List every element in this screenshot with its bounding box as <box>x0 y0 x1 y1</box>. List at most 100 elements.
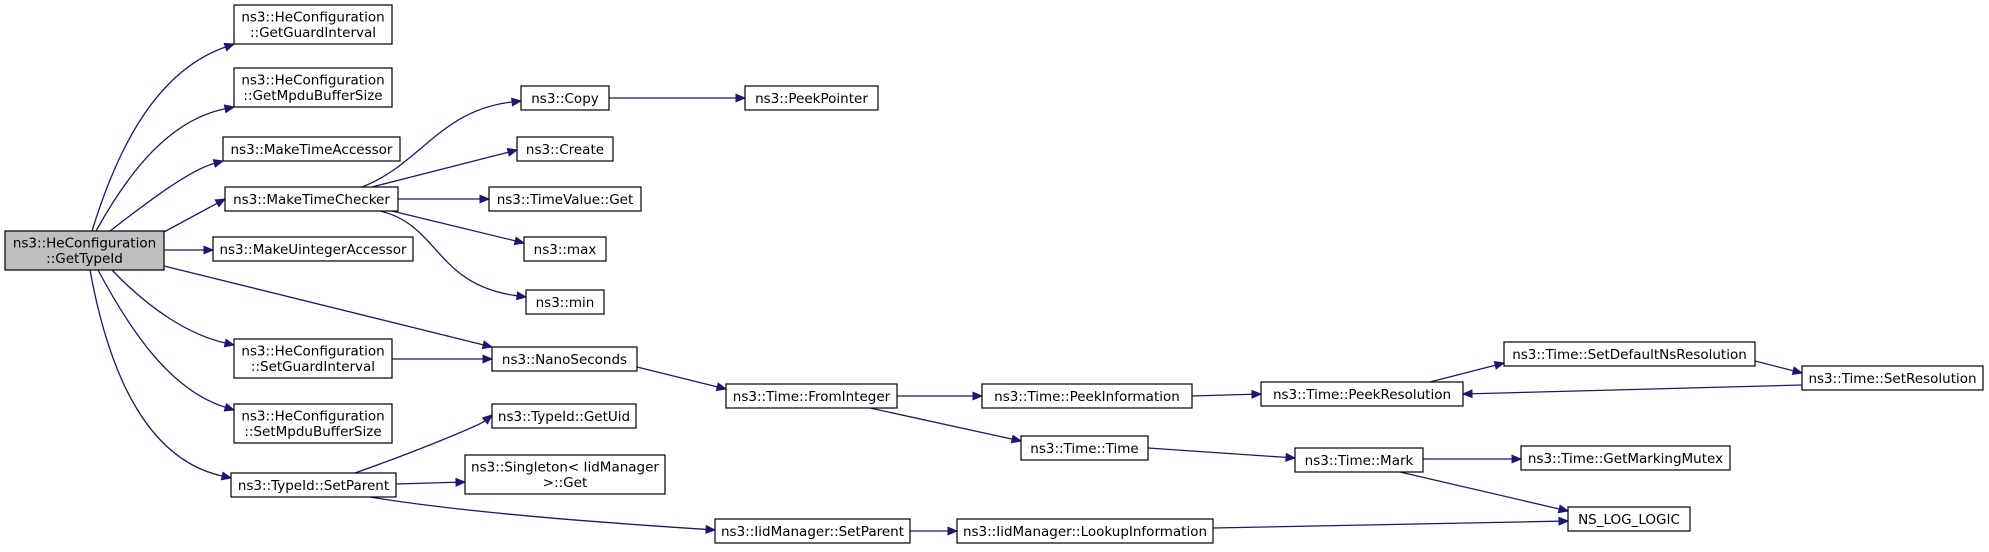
node-singleton-get[interactable]: ns3::Singleton< IidManager>::Get <box>464 454 666 495</box>
arrowhead <box>482 354 494 364</box>
edge-line <box>1754 360 1794 372</box>
node-box <box>981 383 1193 409</box>
node-make-time-accessor[interactable]: ns3::MakeTimeAccessor <box>222 136 401 162</box>
arrowhead <box>705 524 717 534</box>
node-min[interactable]: ns3::min <box>525 289 605 315</box>
edge-make_time_checker-to-create <box>371 147 519 188</box>
node-ns-log-logic[interactable]: NS_LOG_LOGIC <box>1567 506 1691 532</box>
node-box <box>222 136 401 162</box>
edge-line <box>89 269 223 477</box>
node-lookup-info[interactable]: ns3::IidManager::LookupInformation <box>956 518 1214 544</box>
edge-root-to-make_time_checker <box>163 198 227 233</box>
node-set-mpdu[interactable]: ns3::HeConfiguration::SetMpduBufferSize <box>233 403 393 444</box>
node-set-resolution[interactable]: ns3::Time::SetResolution <box>1801 365 1984 391</box>
node-box <box>230 472 397 498</box>
node-time-time[interactable]: ns3::Time::Time <box>1020 435 1149 461</box>
node-box <box>233 338 393 379</box>
node-label: ns3::min <box>536 295 595 311</box>
arrowhead <box>223 104 236 114</box>
node-get-mpdu[interactable]: ns3::HeConfiguration::GetMpduBufferSize <box>233 67 393 108</box>
edge-line <box>111 269 226 344</box>
arrowhead <box>1010 434 1023 444</box>
edge-root-to-set_guard <box>111 269 236 348</box>
node-make-uint-accessor[interactable]: ns3::MakeUintegerAccessor <box>212 236 414 262</box>
node-typeid-setparent[interactable]: ns3::TypeId::SetParent <box>230 472 397 498</box>
edge-lookup_info-to-ns_log_logic <box>1212 516 1570 529</box>
arrowhead <box>1251 389 1263 399</box>
node-box <box>464 454 666 495</box>
node-label: ns3::Time::PeekResolution <box>1273 387 1451 403</box>
edge-set_default_ns-to-set_resolution <box>1754 360 1804 376</box>
edge-line <box>636 366 718 388</box>
node-set-default-ns[interactable]: ns3::Time::SetDefaultNsResolution <box>1503 341 1756 367</box>
node-peekpointer[interactable]: ns3::PeekPointer <box>744 85 879 111</box>
edge-line <box>1147 447 1287 459</box>
arrowhead <box>481 340 494 350</box>
node-label: ::GetTypeId <box>46 251 123 267</box>
arrowhead <box>715 382 728 392</box>
arrowhead <box>511 97 523 107</box>
node-label: ns3::Time::PeekInformation <box>994 389 1180 405</box>
edge-root-to-set_mpdu <box>97 269 236 412</box>
node-label: ns3::HeConfiguration <box>241 73 384 89</box>
node-box <box>233 67 393 108</box>
edge-make_time_checker-to-max <box>391 210 526 246</box>
node-label: ns3::HeConfiguration <box>241 10 384 26</box>
node-box <box>516 136 614 162</box>
node-label: ns3::HeConfiguration <box>13 236 156 252</box>
edge-typeid_setparent-to-typeid_getuid <box>354 414 493 474</box>
edge-peek_resolution-to-set_default_ns <box>1429 360 1506 383</box>
node-nanoseconds[interactable]: ns3::NanoSeconds <box>491 346 638 372</box>
edge-line <box>354 420 486 474</box>
node-label: ns3::max <box>534 242 597 258</box>
edge-peek_information-to-peek_resolution <box>1191 389 1263 399</box>
node-box <box>1294 447 1424 473</box>
node-create[interactable]: ns3::Create <box>516 136 614 162</box>
arrowhead <box>513 236 526 246</box>
edge-line <box>379 210 518 297</box>
node-box <box>725 383 898 409</box>
node-label: ns3::Copy <box>531 91 599 107</box>
node-get-guard[interactable]: ns3::HeConfiguration::GetGuardInterval <box>233 4 393 45</box>
node-make-time-checker[interactable]: ns3::MakeTimeChecker <box>224 186 399 212</box>
node-label: NS_LOG_LOGIC <box>1578 512 1680 528</box>
node-label: >::Get <box>543 475 587 491</box>
node-label: ns3::IidManager::LookupInformation <box>963 524 1207 540</box>
node-set-guard[interactable]: ns3::HeConfiguration::SetGuardInterval <box>233 338 393 379</box>
arrowhead <box>1461 389 1473 399</box>
node-time-mark[interactable]: ns3::Time::Mark <box>1294 447 1424 473</box>
node-label: ns3::NanoSeconds <box>502 352 627 368</box>
arrowhead <box>203 245 215 255</box>
node-get-marking-mutex[interactable]: ns3::Time::GetMarkingMutex <box>1520 445 1731 471</box>
edge-line <box>869 407 1013 440</box>
node-copy[interactable]: ns3::Copy <box>520 85 610 111</box>
edge-root-to-get_guard <box>91 42 236 232</box>
arrowhead <box>947 526 959 536</box>
node-box <box>1801 365 1984 391</box>
node-from-integer[interactable]: ns3::Time::FromInteger <box>725 383 898 409</box>
node-box <box>1260 381 1464 407</box>
edge-time_mark-to-ns_log_logic <box>1399 471 1570 514</box>
edges-layer <box>89 42 1804 536</box>
node-label: ns3::MakeUintegerAccessor <box>219 242 407 258</box>
node-peek-resolution[interactable]: ns3::Time::PeekResolution <box>1260 381 1464 407</box>
node-box <box>1520 445 1731 471</box>
edge-make_time_checker-to-min <box>379 210 528 301</box>
edge-line <box>395 481 457 485</box>
node-label: ::GetGuardInterval <box>250 25 376 41</box>
node-timevalue-get[interactable]: ns3::TimeValue::Get <box>488 186 642 212</box>
node-label: ns3::TypeId::SetParent <box>238 478 389 494</box>
node-root[interactable]: ns3::HeConfiguration::GetTypeId <box>4 230 165 271</box>
node-box <box>212 236 414 262</box>
node-label: ns3::Singleton< IidManager <box>471 460 659 476</box>
node-max[interactable]: ns3::max <box>523 236 607 262</box>
edge-line <box>1191 393 1253 397</box>
arrowhead <box>1493 360 1506 370</box>
node-label: ns3::Time::SetDefaultNsResolution <box>1512 347 1747 363</box>
node-peek-information[interactable]: ns3::Time::PeekInformation <box>981 383 1193 409</box>
node-iid-setparent[interactable]: ns3::IidManager::SetParent <box>714 518 911 544</box>
node-typeid-getuid[interactable]: ns3::TypeId::GetUid <box>491 403 637 429</box>
edge-from_integer-to-time_time <box>869 407 1023 444</box>
edge-line <box>163 202 218 233</box>
